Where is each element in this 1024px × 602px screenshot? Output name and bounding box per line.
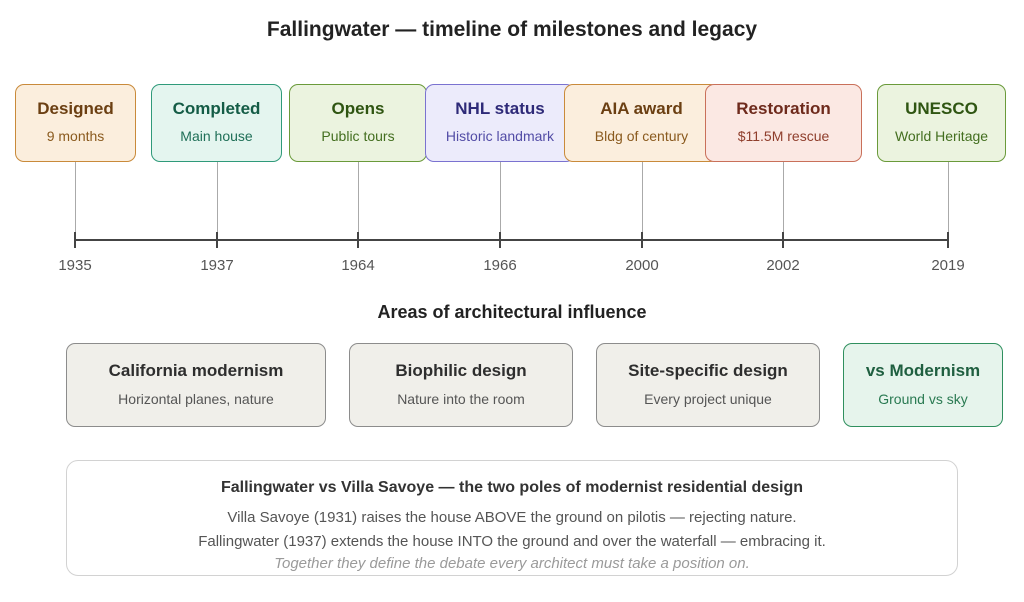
influence-card-title: vs Modernism	[865, 361, 981, 380]
influence-card-california-modernism: California modernism Horizontal planes, …	[66, 343, 326, 427]
timeline-event-subtitle: 9 months	[46, 128, 105, 144]
timeline-year-label: 2019	[931, 257, 965, 274]
influence-card-title: California modernism	[108, 361, 284, 380]
comparison-note: Together they define the debate every ar…	[274, 555, 750, 572]
timeline-tick	[641, 232, 643, 248]
timeline-connector	[948, 162, 949, 234]
timeline-tick	[74, 232, 76, 248]
timeline-event-card: UNESCO World Heritage	[877, 84, 1006, 162]
timeline-year-label: 2002	[766, 257, 800, 274]
timeline-connector	[358, 162, 359, 234]
timeline-event-title: Designed	[37, 99, 114, 118]
influence-card-biophilic-design: Biophilic design Nature into the room	[349, 343, 573, 427]
timeline-event-subtitle: World Heritage	[894, 128, 989, 144]
timeline-connector	[217, 162, 218, 234]
timeline-event-subtitle: $11.5M rescue	[737, 128, 830, 144]
timeline-event-subtitle: Historic landmark	[445, 128, 555, 144]
influence-card-vs-modernism: vs Modernism Ground vs sky	[843, 343, 1003, 427]
influence-card-title: Site-specific design	[628, 361, 788, 380]
influence-card-subtitle: Ground vs sky	[878, 391, 968, 407]
timeline-event-subtitle: Public tours	[321, 128, 395, 144]
timeline-year-label: 1937	[200, 257, 234, 274]
comparison-line-fallingwater: Fallingwater (1937) extends the house IN…	[198, 533, 826, 550]
timeline-event-title: UNESCO	[905, 99, 978, 118]
timeline-axis	[75, 239, 949, 241]
timeline-tick	[357, 232, 359, 248]
timeline-event-card: Designed 9 months	[15, 84, 136, 162]
comparison-title: Fallingwater vs Villa Savoye — the two p…	[220, 479, 804, 496]
timeline-connector	[75, 162, 76, 234]
comparison-line-villa-savoye: Villa Savoye (1931) raises the house ABO…	[227, 509, 797, 526]
comparison-panel: Fallingwater vs Villa Savoye — the two p…	[66, 460, 958, 576]
timeline-connector	[500, 162, 501, 234]
influence-card-subtitle: Horizontal planes, nature	[118, 391, 274, 407]
timeline-event-subtitle: Bldg of century	[594, 128, 689, 144]
timeline-event-title: NHL status	[455, 99, 545, 118]
influence-card-site-specific-design: Site-specific design Every project uniqu…	[596, 343, 820, 427]
timeline-connector	[783, 162, 784, 234]
influence-card-subtitle: Every project unique	[644, 391, 772, 407]
page-title: Fallingwater — timeline of milestones an…	[266, 18, 758, 41]
timeline-event-subtitle: Main house	[180, 128, 253, 144]
timeline-event-card: Restoration $11.5M rescue	[705, 84, 862, 162]
influence-card-title: Biophilic design	[395, 361, 527, 380]
timeline-event-title: Opens	[331, 99, 385, 118]
timeline-tick	[782, 232, 784, 248]
timeline-connector	[642, 162, 643, 234]
timeline-year-label: 1966	[483, 257, 517, 274]
timeline-year-label: 1964	[341, 257, 375, 274]
timeline-tick	[216, 232, 218, 248]
timeline-tick	[947, 232, 949, 248]
influence-card-subtitle: Nature into the room	[397, 391, 525, 407]
timeline-year-label: 1935	[58, 257, 92, 274]
timeline-tick	[499, 232, 501, 248]
timeline-year-label: 2000	[625, 257, 659, 274]
influence-heading: Areas of architectural influence	[377, 302, 647, 322]
timeline-event-title: Completed	[172, 99, 261, 118]
timeline-event-title: AIA award	[600, 99, 683, 118]
timeline-event-title: Restoration	[736, 99, 831, 118]
